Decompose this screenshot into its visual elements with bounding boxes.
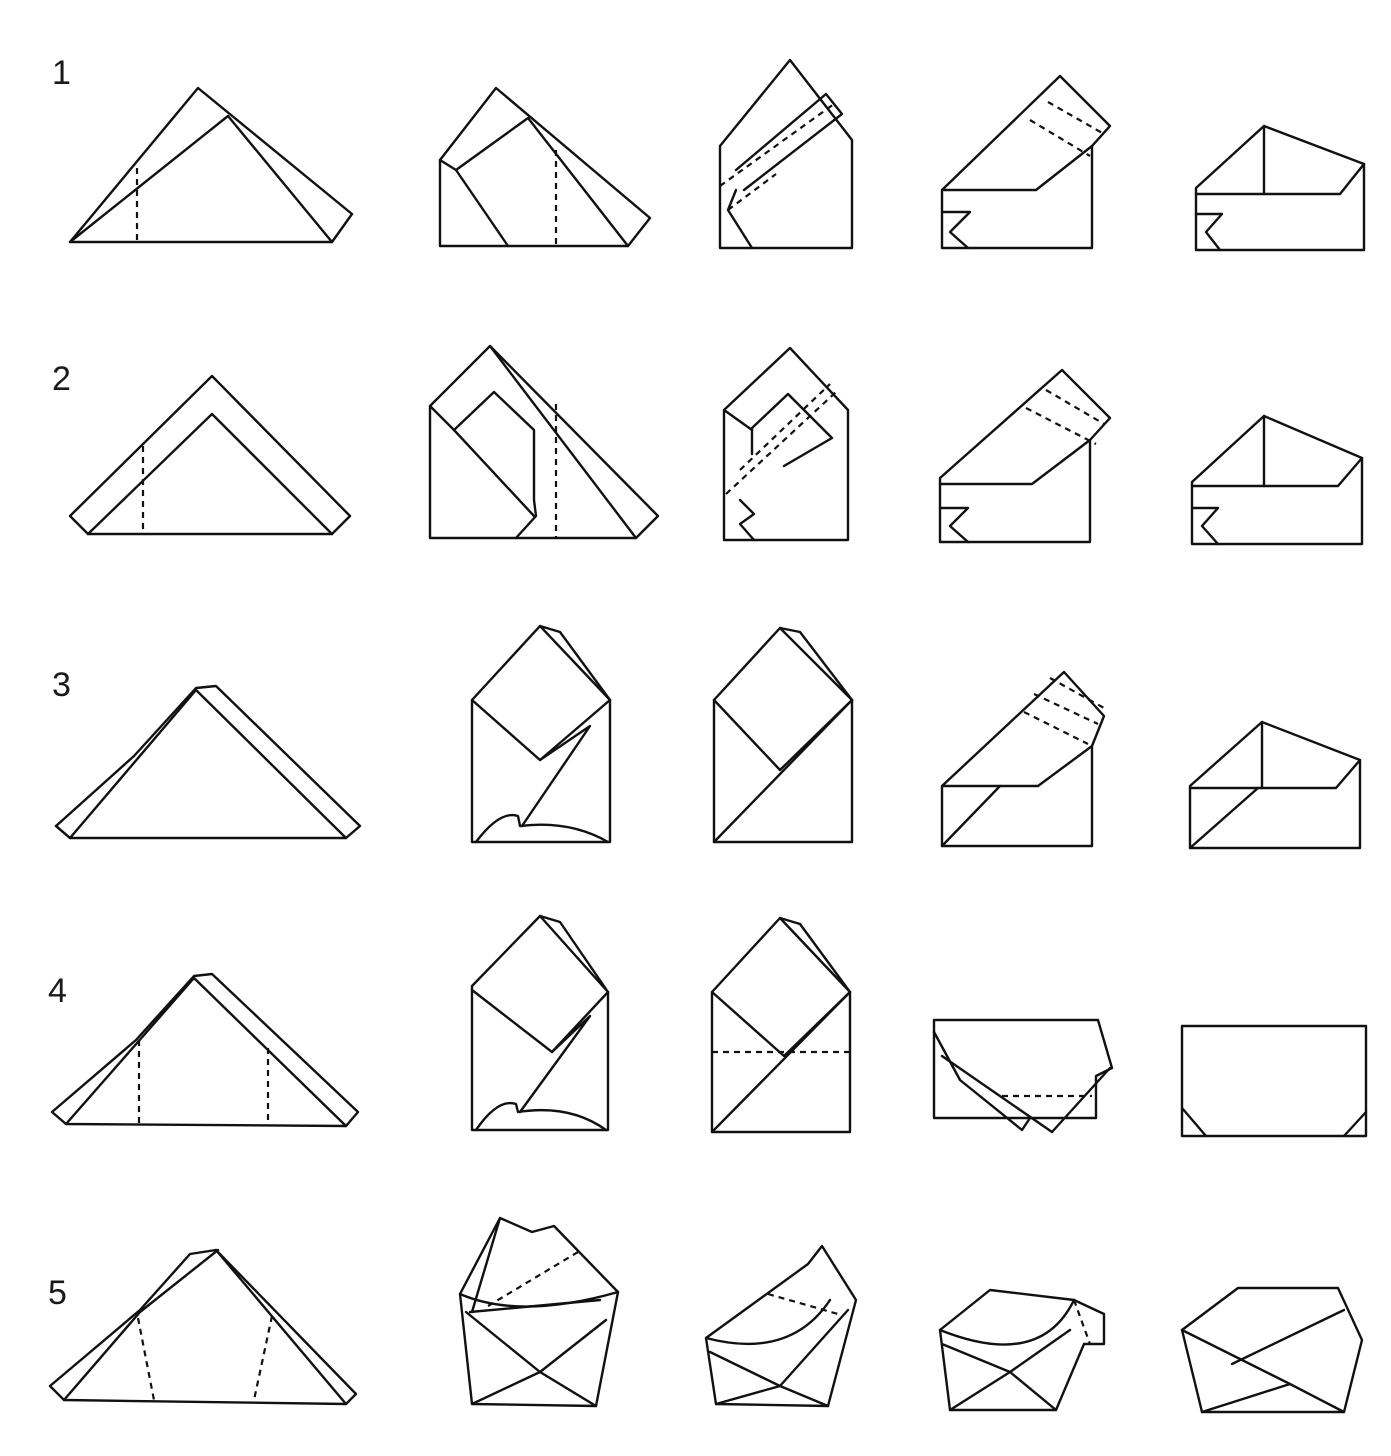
step-1-2 xyxy=(440,88,650,246)
step-3-5 xyxy=(1190,722,1360,848)
step-1-4 xyxy=(942,76,1110,248)
step-2-2 xyxy=(430,346,658,538)
step-5-3 xyxy=(706,1246,856,1406)
step-3-3 xyxy=(714,628,852,842)
step-4-2 xyxy=(472,916,608,1130)
step-3-2 xyxy=(472,626,610,842)
step-3-1 xyxy=(56,686,360,838)
step-4-1 xyxy=(52,974,358,1126)
step-4-4 xyxy=(934,1020,1112,1132)
step-1-1 xyxy=(70,88,352,242)
step-5-4 xyxy=(940,1290,1104,1410)
step-1-5 xyxy=(1196,126,1364,250)
step-5-5 xyxy=(1182,1288,1362,1412)
step-5-1 xyxy=(50,1250,356,1404)
step-4-5 xyxy=(1182,1026,1366,1136)
step-4-3 xyxy=(712,918,850,1132)
step-2-5 xyxy=(1192,416,1362,544)
step-2-4 xyxy=(940,370,1110,542)
step-2-3 xyxy=(724,348,848,540)
step-5-2 xyxy=(460,1218,618,1406)
step-1-3 xyxy=(720,60,852,248)
step-2-1 xyxy=(70,376,350,534)
step-3-4 xyxy=(942,672,1104,846)
